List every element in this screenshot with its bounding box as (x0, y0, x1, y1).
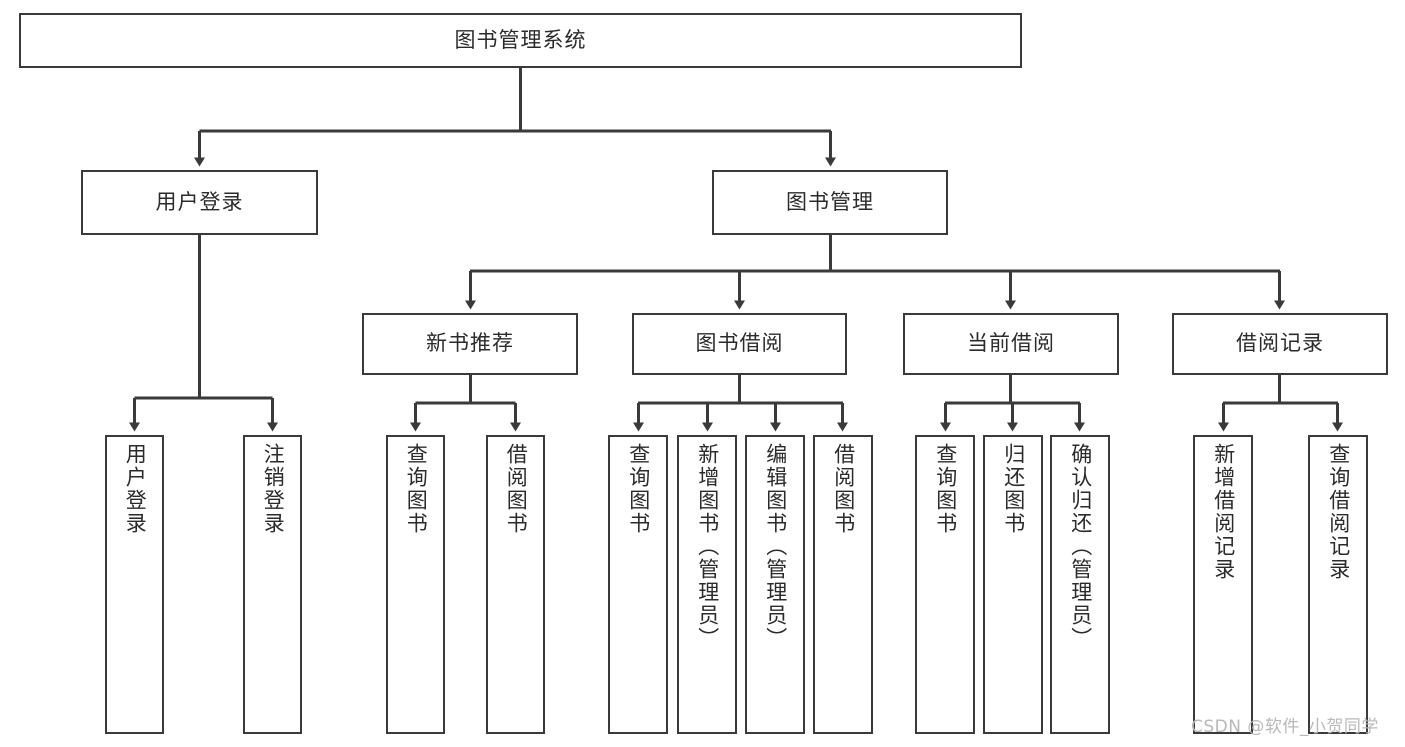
node-leaf-edit-book[interactable]: 编辑图书（管理员） (745, 435, 805, 734)
node-leaf-add-record[interactable]: 新增借阅记录 (1193, 435, 1253, 734)
node-leaf-query-record-label: 查询借阅记录 (1326, 443, 1351, 581)
node-leaf-query-book-rec-label: 查询图书 (404, 443, 429, 535)
node-leaf-user-login[interactable]: 用户登录 (105, 435, 164, 734)
node-leaf-borrow-book-label: 借阅图书 (831, 443, 856, 535)
node-root[interactable]: 图书管理系统 (19, 13, 1022, 68)
node-leaf-query-record[interactable]: 查询借阅记录 (1308, 435, 1368, 734)
node-current-borrow-label: 当前借阅 (967, 331, 1055, 356)
node-leaf-return-book[interactable]: 归还图书 (983, 435, 1043, 734)
node-root-label: 图书管理系统 (454, 27, 587, 52)
node-book-borrow[interactable]: 图书借阅 (632, 313, 847, 375)
node-user-login[interactable]: 用户登录 (81, 170, 318, 235)
node-leaf-logout[interactable]: 注销登录 (243, 435, 302, 734)
node-leaf-add-book[interactable]: 新增图书（管理员） (677, 435, 737, 734)
node-leaf-confirm-return-label: 确认归还（管理员） (1068, 443, 1093, 650)
node-new-book-rec-label: 新书推荐 (426, 331, 514, 356)
node-leaf-confirm-return[interactable]: 确认归还（管理员） (1050, 435, 1110, 734)
node-leaf-add-record-label: 新增借阅记录 (1211, 443, 1236, 581)
node-leaf-borrow-book-rec[interactable]: 借阅图书 (486, 435, 545, 734)
node-leaf-add-book-label: 新增图书（管理员） (695, 443, 720, 650)
node-borrow-record-label: 借阅记录 (1236, 331, 1324, 356)
node-leaf-query-book-rec[interactable]: 查询图书 (386, 435, 445, 734)
node-new-book-rec[interactable]: 新书推荐 (362, 313, 578, 375)
node-leaf-user-login-label: 用户登录 (123, 443, 148, 535)
node-book-borrow-label: 图书借阅 (695, 331, 784, 356)
node-leaf-query-book-current[interactable]: 查询图书 (915, 435, 975, 734)
csdn-watermark: CSDN @软件_小贺同学 (1191, 717, 1379, 737)
node-current-borrow[interactable]: 当前借阅 (903, 313, 1119, 375)
node-book-manage[interactable]: 图书管理 (712, 170, 948, 235)
node-leaf-query-book-current-label: 查询图书 (933, 443, 958, 535)
node-leaf-edit-book-label: 编辑图书（管理员） (763, 443, 788, 650)
node-leaf-return-book-label: 归还图书 (1001, 443, 1026, 535)
node-leaf-borrow-book-rec-label: 借阅图书 (504, 443, 529, 535)
node-leaf-query-book-borrow-label: 查询图书 (626, 443, 651, 535)
node-book-manage-label: 图书管理 (786, 189, 874, 214)
node-user-login-label: 用户登录 (155, 189, 244, 214)
node-leaf-logout-label: 注销登录 (261, 443, 286, 535)
node-borrow-record[interactable]: 借阅记录 (1172, 313, 1388, 375)
node-leaf-borrow-book[interactable]: 借阅图书 (813, 435, 873, 734)
node-leaf-query-book-borrow[interactable]: 查询图书 (608, 435, 668, 734)
